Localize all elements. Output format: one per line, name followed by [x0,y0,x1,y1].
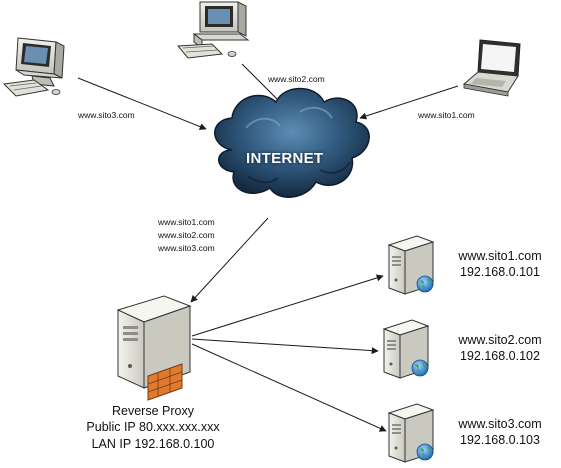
globe-icon [416,275,434,293]
internet-label: INTERNET [246,150,324,167]
proxy-public-ip: Public IP 80.xxx.xxx.xxx [86,420,220,434]
link-sito2-client-to-internet [241,63,283,105]
link-internet-to-proxy [190,217,269,303]
proxy-link-label-sito2: www.sito2.com [158,230,215,240]
desktop-computer-sito3-icon [2,37,65,97]
server-3-ip: 192.168.0.103 [460,433,540,447]
proxy-link-label-sito1: www.sito1.com [158,217,215,227]
connection-lines [77,63,459,432]
globe-icon [416,443,434,461]
proxy-lan-ip: LAN IP 192.168.0.100 [91,437,215,451]
client-sito2-label: www.sito2.com [268,74,325,84]
server-1-name: www.sito1.com [458,249,542,263]
firewall-icon [147,363,183,401]
link-proxy-to-server-2 [191,338,379,355]
link-proxy-to-server-1 [191,274,384,337]
reverse-proxy-server-icon [116,295,192,401]
server-1-ip: 192.168.0.101 [460,265,540,279]
web-server-3-icon [387,403,435,463]
link-proxy-to-server-3 [191,343,387,432]
web-server-2-icon [382,319,430,379]
internet-cloud-icon [214,87,370,198]
web-server-1-icon [387,235,435,295]
server-2-ip: 192.168.0.102 [460,349,540,363]
client-sito3-label: www.sito3.com [78,110,135,120]
link-sito1-client-to-internet [359,85,459,120]
proxy-title: Reverse Proxy [112,404,194,418]
globe-icon [411,359,429,377]
link-sito3-client-to-internet [77,77,207,130]
server-2-name: www.sito2.com [458,333,542,347]
server-3-name: www.sito3.com [458,417,542,431]
laptop-computer-sito1-icon [462,39,521,97]
desktop-computer-sito2-icon [176,1,250,59]
proxy-link-label-sito3: www.sito3.com [158,243,215,253]
client-sito1-label: www.sito1.com [418,110,475,120]
